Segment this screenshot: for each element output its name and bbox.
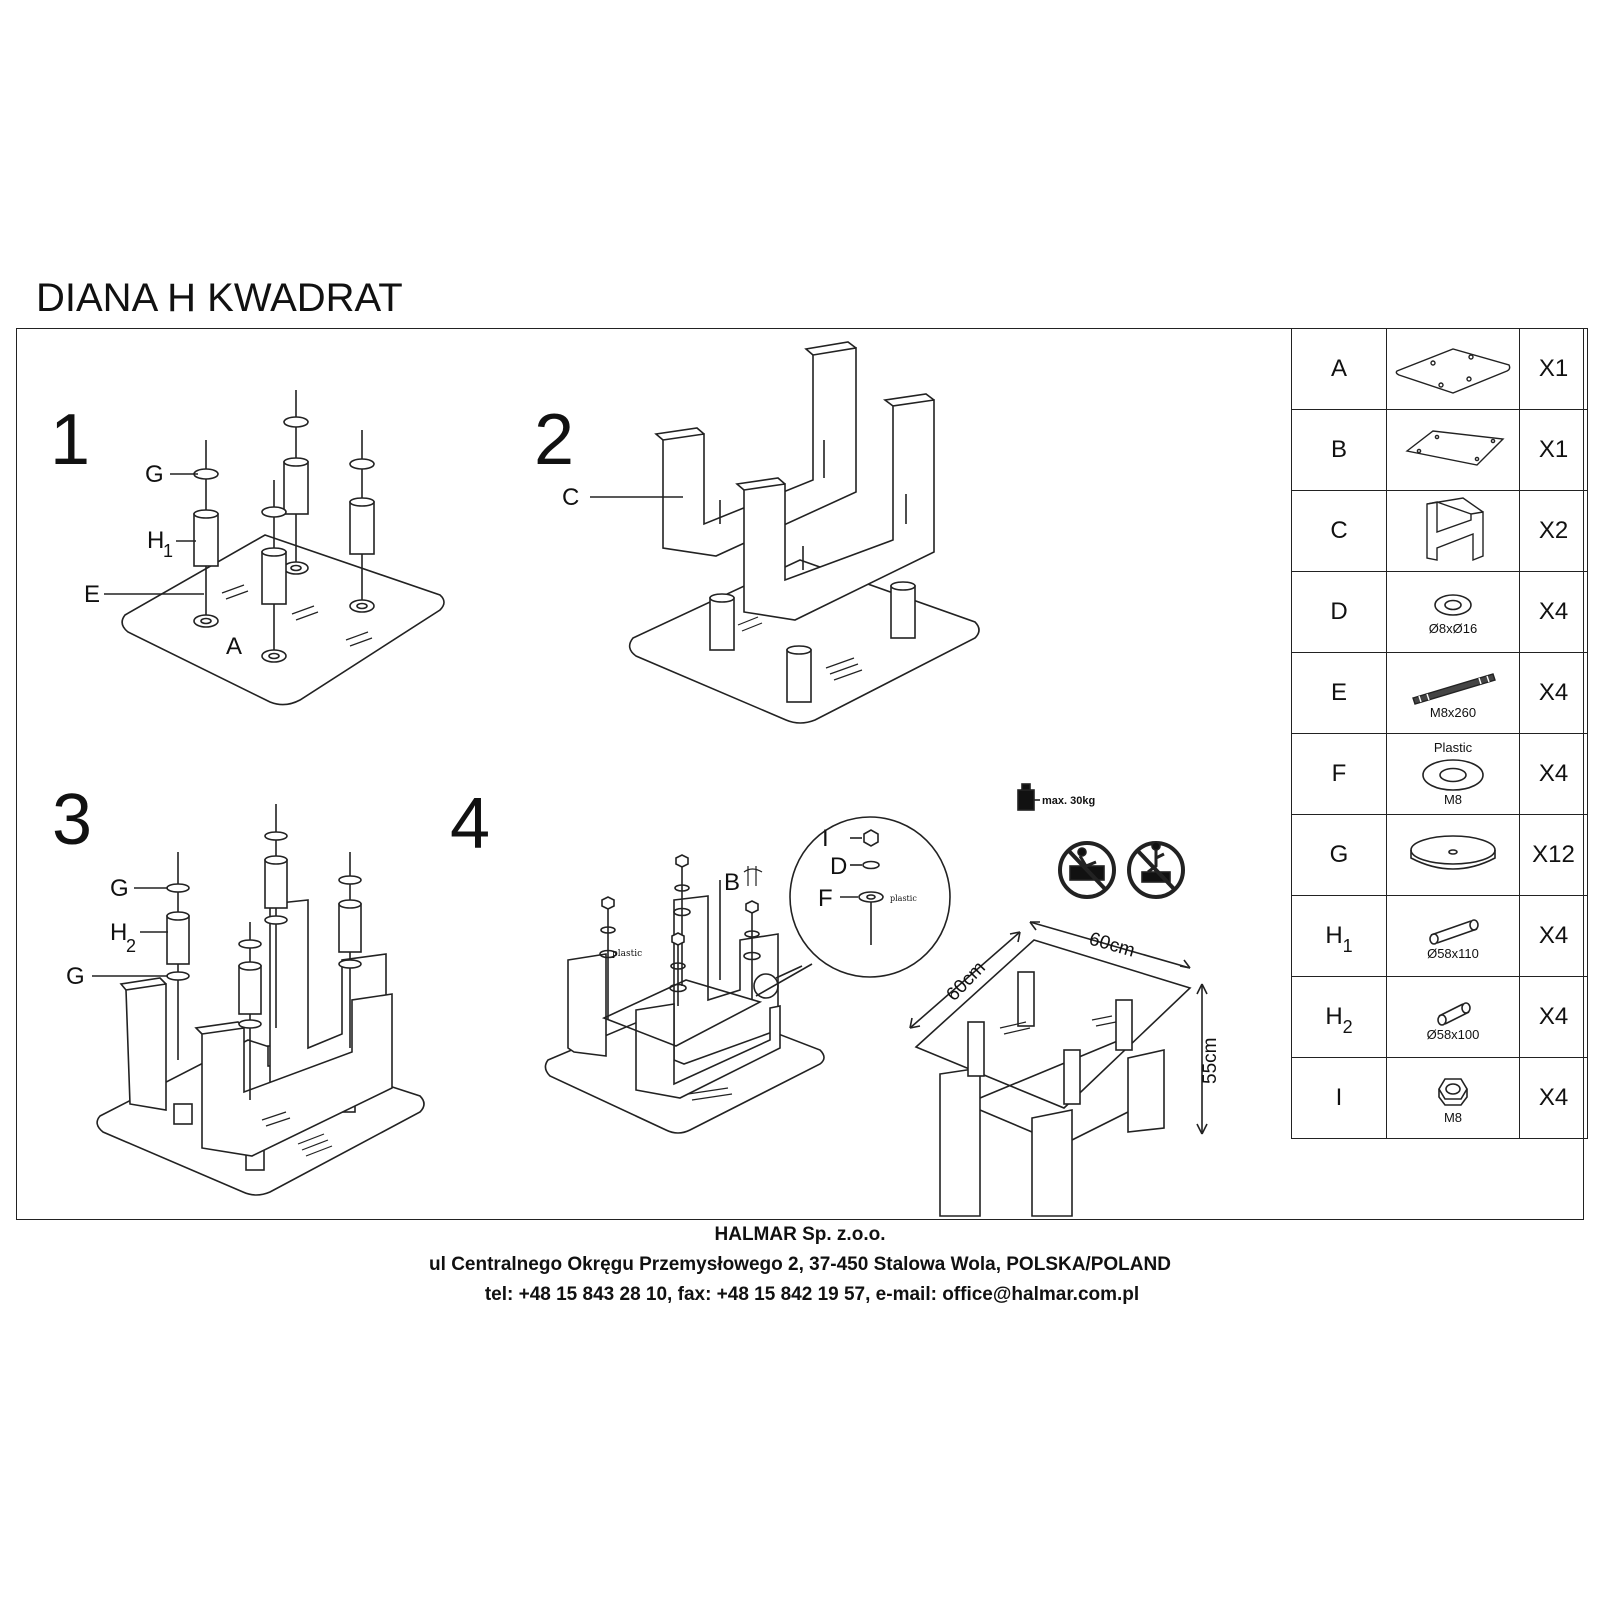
- label-h-subscript: 2: [126, 936, 136, 956]
- glass-top-icon: [1395, 348, 1511, 394]
- part-row: A X1: [1291, 328, 1588, 410]
- label-e: E: [84, 581, 100, 608]
- part-letter: D: [1291, 571, 1387, 653]
- part-image: Ø58x100: [1386, 976, 1520, 1058]
- label-b: B: [724, 869, 740, 896]
- part-quantity: X4: [1519, 652, 1588, 734]
- part-image: Plastic M8: [1386, 733, 1520, 815]
- label-h-subscript: 1: [163, 541, 173, 561]
- part-letter: F: [1291, 733, 1387, 815]
- part-letter: C: [1291, 490, 1387, 572]
- part-image: [1386, 328, 1520, 410]
- tube-long-icon: [1429, 919, 1479, 945]
- step-1-post: [283, 390, 309, 575]
- label-g: G: [110, 875, 129, 902]
- part-quantity: X4: [1519, 895, 1588, 977]
- washer-icon: [1434, 594, 1472, 616]
- part-spec: Ø58x110: [1427, 946, 1479, 961]
- plastic-note: plastic: [612, 949, 642, 959]
- part-quantity: X4: [1519, 571, 1588, 653]
- part-quantity: X1: [1519, 409, 1588, 491]
- part-image: [1386, 409, 1520, 491]
- parts-list-table: A X1 B X1 C: [1291, 328, 1588, 1139]
- label-h: H: [147, 527, 164, 554]
- part-image: [1386, 490, 1520, 572]
- part-spec: M8: [1443, 1110, 1463, 1125]
- part-quantity: X4: [1519, 1057, 1588, 1139]
- part-row: I M8 X4: [1291, 1057, 1588, 1139]
- part-spec: Ø8xØ16: [1428, 621, 1478, 636]
- part-image: Ø8xØ16: [1386, 571, 1520, 653]
- glass-shelf-icon: [1405, 430, 1505, 466]
- part-letter: B: [1291, 409, 1387, 491]
- label-c: C: [562, 484, 579, 511]
- plastic-washer-icon: [1422, 759, 1484, 791]
- document-title: DIANA H KWADRAT: [36, 276, 403, 320]
- part-letter: A: [1291, 328, 1387, 410]
- u-frame-icon: [1426, 497, 1484, 562]
- part-letter: H1: [1291, 895, 1387, 977]
- finished-table-drawing: 60cm 60cm 55cm: [909, 921, 1221, 1217]
- step-2-number: 2: [534, 400, 574, 480]
- step-1-post: [349, 430, 375, 613]
- part-spec: M8: [1443, 792, 1463, 807]
- nut-icon: [1438, 1078, 1468, 1106]
- max-load-label: max. 30kg: [1042, 795, 1095, 807]
- no-sitting-icon: [1127, 841, 1185, 899]
- part-row: H1 Ø58x110 X4: [1291, 895, 1588, 977]
- disc-icon: [1410, 835, 1496, 870]
- footer-company: HALMAR Sp. z.o.o.: [714, 1224, 886, 1245]
- part-spec: Ø58x100: [1426, 1027, 1480, 1042]
- load-warning: max. 30kg: [1017, 783, 1095, 811]
- step-1-diagram: 1: [50, 390, 445, 706]
- dimension-height: 55cm: [1200, 1038, 1221, 1084]
- part-material: Plastic: [1433, 740, 1473, 755]
- label-a: A: [226, 633, 242, 660]
- part-image: [1386, 814, 1520, 896]
- tube-short-icon: [1437, 1002, 1471, 1026]
- step-2-diagram: 2 C: [534, 341, 980, 724]
- plastic-note: plastic: [890, 894, 917, 903]
- step-4-diagram: 4 plastic B: [450, 784, 951, 1134]
- label-h: H: [110, 919, 127, 946]
- no-standing-icon: [1058, 841, 1116, 899]
- part-quantity: X4: [1519, 733, 1588, 815]
- assembly-diagrams: 1: [50, 341, 1221, 1217]
- label-g: G: [66, 963, 85, 990]
- part-quantity: X4: [1519, 976, 1588, 1058]
- step-4-number: 4: [450, 784, 490, 864]
- part-row: E M8x260 X4: [1291, 652, 1588, 734]
- threaded-rod-icon: [1412, 673, 1496, 705]
- part-image: M8x260: [1386, 652, 1520, 734]
- part-row: H2 Ø58x100 X4: [1291, 976, 1588, 1058]
- step-3-number: 3: [52, 780, 92, 860]
- part-image: Ø58x110: [1386, 895, 1520, 977]
- label-g: G: [145, 461, 164, 488]
- step-1-post: [193, 440, 219, 628]
- part-row: B X1: [1291, 409, 1588, 491]
- part-spec: M8x260: [1429, 705, 1477, 720]
- label-i: I: [822, 825, 829, 852]
- part-row: G X12: [1291, 814, 1588, 896]
- footer-address: ul Centralnego Okręgu Przemysłowego 2, 3…: [429, 1254, 1171, 1275]
- part-quantity: X1: [1519, 328, 1588, 410]
- step-1-number: 1: [50, 400, 90, 480]
- part-row: F Plastic M8 X4: [1291, 733, 1588, 815]
- footer-contact: tel: +48 15 843 28 10, fax: +48 15 842 1…: [484, 1284, 1140, 1305]
- parts-list-body: A X1 B X1 C: [1291, 328, 1588, 1139]
- part-letter: H2: [1291, 976, 1387, 1058]
- part-image: M8: [1386, 1057, 1520, 1139]
- part-letter: G: [1291, 814, 1387, 896]
- part-row: D Ø8xØ16 X4: [1291, 571, 1588, 653]
- label-f: F: [818, 885, 833, 912]
- part-quantity: X12: [1519, 814, 1588, 896]
- part-letter: I: [1291, 1057, 1387, 1139]
- step-3-diagram: 3: [52, 780, 425, 1196]
- part-letter: E: [1291, 652, 1387, 734]
- label-d: D: [830, 853, 847, 880]
- step-1-post: [261, 480, 287, 663]
- part-row: C X2: [1291, 490, 1588, 572]
- part-quantity: X2: [1519, 490, 1588, 572]
- dimension-width: 60cm: [1087, 929, 1137, 962]
